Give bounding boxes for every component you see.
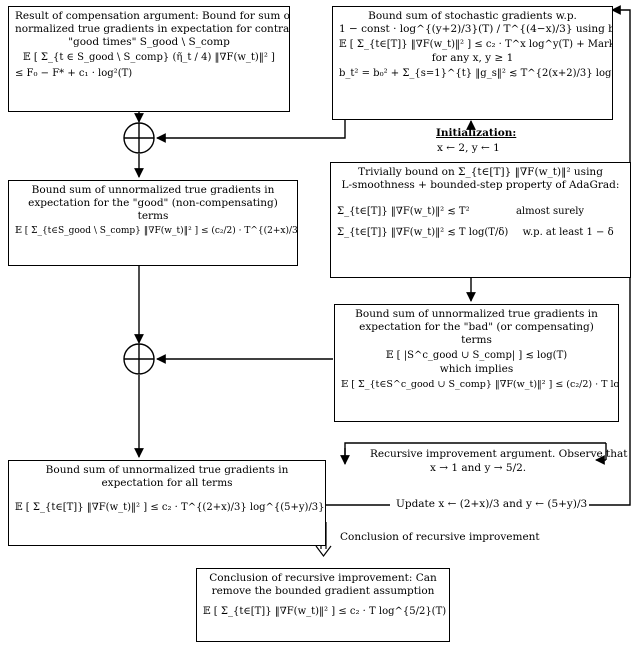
trivial-line1: Trivially bound on Σ_{t∈[T]} ‖∇F(w_t)‖² …: [358, 166, 603, 178]
compensation-line3: "good times" S_good \ S_comp: [68, 36, 230, 49]
bad-line3: terms: [461, 334, 492, 347]
good-line3: terms: [137, 210, 169, 223]
conclusion-line1: Conclusion of recursive improvement: Can: [209, 572, 437, 584]
good-line1: Bound sum of unnormalized true gradients…: [31, 184, 275, 196]
trivial-math1-note: almost surely: [515, 206, 585, 218]
bad-math2: 𝔼 [ Σ_{t∈S^c_good ∪ S_comp} ‖∇F(w_t)‖² ]…: [341, 379, 619, 390]
compensation-math1: 𝔼 [ Σ_{t ∈ S_good \ S_comp} (η̃_t / 4) ‖…: [23, 52, 275, 64]
edge-stochastic-to-sum1: [156, 118, 346, 143]
bad-line2: expectation for the "bad" (or compensati…: [359, 321, 594, 334]
box-all-terms: Bound sum of unnormalized true gradients…: [8, 460, 326, 546]
initialization-value: x ← 2, y ← 1: [437, 142, 500, 154]
stochastic-line2: 1 − const · log^{(y+2)/3}(T) / T^{(4−x)/…: [339, 23, 612, 36]
bad-line4: which implies: [439, 362, 514, 375]
box-compensation-result: Result of compensation argument: Bound f…: [8, 6, 290, 112]
good-math1: 𝔼 [ Σ_{t∈S_good \ S_comp} ‖∇F(w_t)‖² ] ≤…: [15, 226, 298, 237]
trivial-math2: Σ_{t∈[T]} ‖∇F(w_t)‖² ≲ T log(T/δ): [337, 226, 509, 238]
box-conclusion: Conclusion of recursive improvement: Can…: [196, 568, 450, 642]
bad-line1: Bound sum of unnormalized true gradients…: [355, 308, 598, 320]
bad-math1: 𝔼 [ |S^c_good ∪ S_comp| ] ≲ log(T): [385, 350, 568, 362]
stochastic-line1: Bound sum of stochastic gradients w.p.: [368, 10, 577, 22]
box-good-terms: Bound sum of unnormalized true gradients…: [8, 180, 298, 266]
trivial-math2-note: w.p. at least 1 − δ: [522, 226, 614, 238]
sum-node-top-icon: [123, 122, 155, 154]
stochastic-math2: b_t² = b₀² + Σ_{s=1}^{t} ‖g_s‖² ≲ T^{2(x…: [339, 67, 612, 79]
box-trivial-bound: Trivially bound on Σ_{t∈[T]} ‖∇F(w_t)‖² …: [330, 162, 631, 278]
all-line2: expectation for all terms: [101, 477, 233, 490]
compensation-line1: Result of compensation argument: Bound f…: [15, 10, 290, 22]
recursive-label-line2: x → 1 and y → 5/2.: [430, 462, 527, 474]
sum-node-middle-icon: [123, 343, 155, 375]
stochastic-math1: 𝔼 [ Σ_{t∈[T]} ‖∇F(w_t)‖² ] ≤ c₂ · T^x lo…: [339, 39, 613, 51]
trivial-row1: Σ_{t∈[T]} ‖∇F(w_t)‖² ≲ T² almost surely: [337, 206, 624, 219]
stochastic-line3: for any x, y ≥ 1: [431, 51, 514, 64]
trivial-math1: Σ_{t∈[T]} ‖∇F(w_t)‖² ≲ T²: [337, 206, 470, 218]
good-line2: expectation for the "good" (non-compensa…: [28, 197, 278, 210]
update-label: Update x ← (2+x)/3 and y ← (5+y)/3: [394, 498, 590, 512]
box-stochastic-gradients: Bound sum of stochastic gradients w.p. 1…: [332, 6, 613, 120]
initialization-title: Initialization:: [436, 127, 517, 139]
trivial-line2: L-smoothness + bounded-step property of …: [341, 179, 620, 192]
all-line1: Bound sum of unnormalized true gradients…: [45, 464, 289, 476]
compensation-line2: normalized true gradients in expectation…: [15, 23, 290, 36]
all-math1: 𝔼 [ Σ_{t∈[T]} ‖∇F(w_t)‖² ] ≤ c₂ · T^{(2+…: [15, 502, 326, 514]
conclusion-line2: remove the bounded gradient assumption: [211, 585, 435, 598]
box-bad-terms: Bound sum of unnormalized true gradients…: [334, 304, 619, 422]
trivial-row2: Σ_{t∈[T]} ‖∇F(w_t)‖² ≲ T log(T/δ) w.p. a…: [337, 227, 624, 240]
compensation-math2: ≤ F₀ − F* + c₁ · log²(T): [15, 67, 133, 79]
conclusion-math1: 𝔼 [ Σ_{t∈[T]} ‖∇F(w_t)‖² ] ≤ c₂ · T log^…: [203, 606, 447, 618]
conclusion-arrow-label: Conclusion of recursive improvement: [340, 531, 540, 543]
recursive-label-line1: Recursive improvement argument. Observe …: [370, 448, 628, 460]
